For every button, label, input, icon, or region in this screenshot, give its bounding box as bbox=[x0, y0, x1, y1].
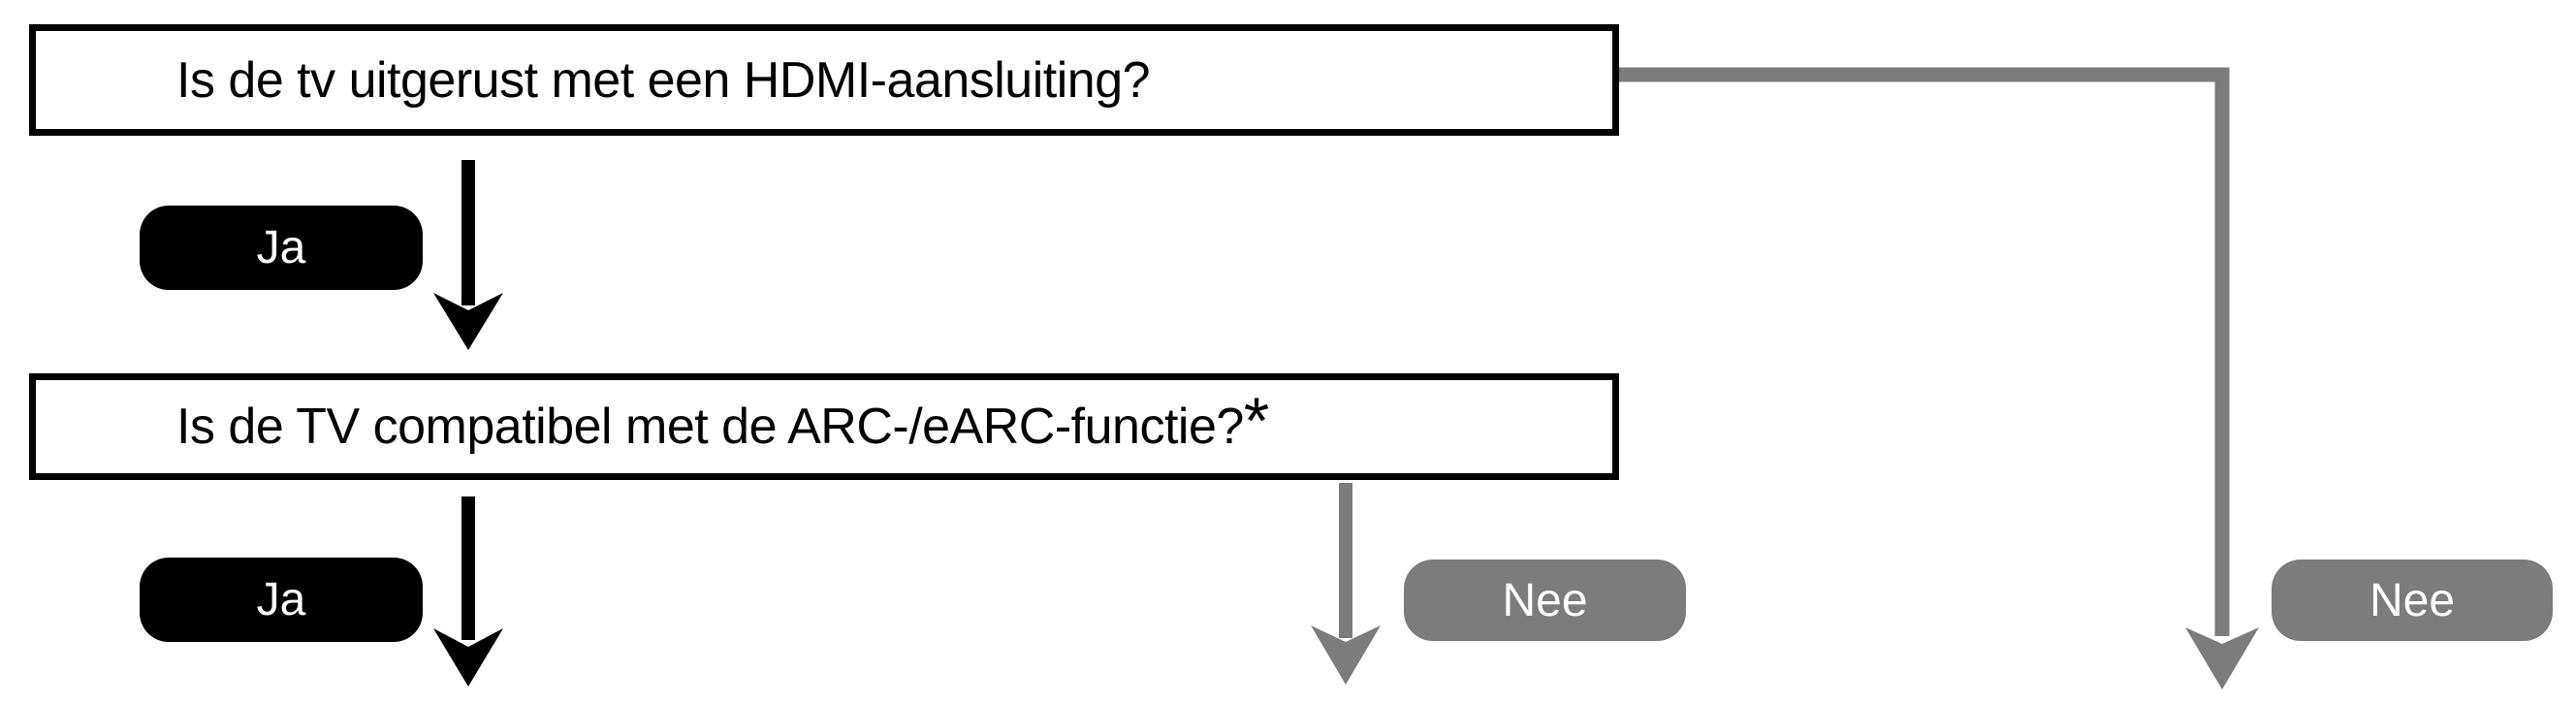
q1-ja-down-arrowhead-icon bbox=[433, 293, 503, 350]
q1-nee-down-arrowhead-icon bbox=[2185, 627, 2259, 689]
question-text-arc: Is de TV compatibel met de ARC-/eARC-fun… bbox=[176, 389, 1269, 456]
question-text-arc-main: Is de TV compatibel met de ARC-/eARC-fun… bbox=[176, 399, 1244, 455]
ja-badge-q1: Ja bbox=[140, 206, 423, 290]
ja-badge-q2-label: Ja bbox=[256, 574, 306, 625]
q2-ja-down-arrowhead-icon bbox=[433, 628, 503, 687]
q1-nee-connector-line bbox=[1619, 67, 2230, 636]
ja-badge-q1-label: Ja bbox=[256, 222, 306, 273]
nee-badge-q2-label: Nee bbox=[1502, 574, 1588, 626]
nee-badge-q2: Nee bbox=[1404, 560, 1686, 641]
ja-badge-q2: Ja bbox=[140, 558, 423, 642]
question-text-hdmi: Is de tv uitgerust met een HDMI-aansluit… bbox=[176, 51, 1151, 109]
nee-badge-q1: Nee bbox=[2272, 560, 2553, 641]
question-box-hdmi: Is de tv uitgerust met een HDMI-aansluit… bbox=[29, 24, 1619, 136]
footnote-asterisk: * bbox=[1243, 385, 1269, 458]
question-box-arc: Is de TV compatibel met de ARC-/eARC-fun… bbox=[29, 373, 1619, 480]
q2-nee-down-arrowhead-icon bbox=[1311, 625, 1381, 685]
nee-badge-q1-label: Nee bbox=[2369, 574, 2456, 626]
